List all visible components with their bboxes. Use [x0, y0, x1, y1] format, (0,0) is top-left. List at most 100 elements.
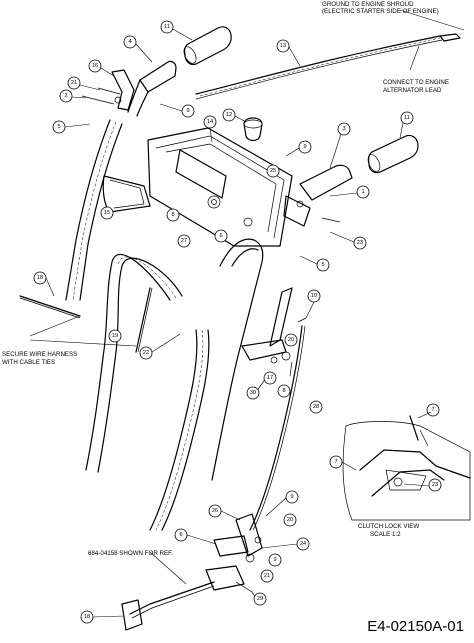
svg-text:20: 20: [287, 517, 293, 523]
callout-9: 9: [181, 104, 195, 118]
secure-note: SECURE WIRE HARNESS WITH CABLE TIES: [2, 351, 77, 366]
callout-11: 11: [160, 20, 174, 34]
right-grip: [367, 134, 419, 174]
secure-note-line2: WITH CABLE TIES: [2, 359, 55, 366]
svg-text:20: 20: [288, 337, 294, 343]
svg-text:6: 6: [219, 233, 222, 239]
callout-leaders: [45, 28, 432, 618]
cable-ties: [19, 287, 153, 353]
control-rod: [249, 325, 306, 531]
svg-text:8: 8: [171, 212, 174, 218]
svg-text:6: 6: [179, 532, 182, 538]
svg-text:18: 18: [84, 614, 90, 620]
svg-text:10: 10: [311, 293, 317, 299]
callout-21: 21: [67, 76, 81, 90]
callout-5b: 5: [316, 258, 330, 272]
callout-17: 17: [263, 371, 277, 385]
callout-27: 27: [177, 234, 191, 248]
svg-text:21: 21: [264, 573, 270, 579]
svg-text:15: 15: [104, 210, 110, 216]
svg-text:28: 28: [313, 404, 319, 410]
callout-6: 6: [214, 229, 228, 243]
lower-handle-frame: [85, 238, 264, 531]
svg-text:9: 9: [290, 494, 293, 500]
svg-text:4: 4: [128, 39, 131, 45]
callout-19: 19: [108, 329, 122, 343]
svg-text:13: 13: [280, 43, 286, 49]
svg-text:30: 30: [250, 390, 256, 396]
callout-5: 5: [52, 120, 66, 134]
callout-16: 16: [88, 59, 102, 73]
ground-note: GROUND TO ENGINE SHROUD (ELECTRIC STARTE…: [322, 1, 465, 31]
callout-20: 20: [284, 333, 298, 347]
svg-text:22: 22: [143, 350, 149, 356]
svg-text:7: 7: [334, 459, 337, 465]
knob: [243, 117, 263, 142]
callout-26: 26: [208, 504, 222, 518]
dash-panel: [147, 127, 293, 247]
callout-2: 2: [59, 89, 73, 103]
connect-note: CONNECT TO ENGINE ALTERNATOR LEAD: [383, 79, 449, 94]
callout-9c: 9: [285, 490, 299, 504]
secure-note-line1: SECURE WIRE HARNESS: [2, 351, 77, 358]
svg-text:29: 29: [257, 596, 263, 602]
callout-20b: 20: [283, 513, 297, 527]
svg-text:7: 7: [431, 407, 434, 413]
callout-6b: 6: [174, 528, 188, 542]
svg-text:2: 2: [64, 93, 67, 99]
svg-text:18: 18: [37, 275, 43, 281]
callout-7b: 7: [329, 455, 343, 469]
callout-13: 13: [276, 39, 290, 53]
callout-14: 14: [203, 115, 217, 129]
callout-25: 25: [266, 164, 280, 178]
svg-text:25: 25: [270, 168, 276, 174]
svg-text:5: 5: [57, 124, 60, 130]
ground-note-line1: GROUND TO ENGINE SHROUD: [322, 1, 414, 8]
svg-text:5: 5: [321, 262, 324, 268]
callout-30: 30: [246, 386, 260, 400]
svg-text:11: 11: [404, 115, 410, 121]
svg-text:24: 24: [300, 541, 306, 547]
shown-for-ref-note: 684-04158 SHOWN FOR REF.: [88, 550, 173, 557]
callout-8: 8: [166, 208, 180, 222]
headlight: [102, 175, 151, 213]
svg-text:12: 12: [226, 112, 232, 118]
svg-text:21: 21: [71, 80, 77, 86]
clutch-note-line2: SCALE 1:2: [370, 531, 401, 538]
callout-24: 24: [296, 537, 310, 551]
svg-text:1: 1: [361, 189, 364, 195]
callout-12: 12: [222, 108, 236, 122]
callout-23: 23: [353, 236, 367, 250]
callout-21b: 21: [260, 569, 274, 583]
callout-18: 18: [33, 271, 47, 285]
svg-text:14: 14: [207, 119, 213, 125]
connect-note-line1: CONNECT TO ENGINE: [383, 79, 449, 86]
callout-1: 1: [356, 185, 370, 199]
callout-28: 28: [309, 400, 323, 414]
svg-text:3: 3: [342, 126, 345, 132]
left-lever-bracket: [81, 69, 135, 111]
svg-text:8: 8: [282, 388, 285, 394]
callout-11b: 11: [400, 111, 414, 125]
svg-text:23: 23: [432, 482, 438, 488]
svg-text:17: 17: [267, 375, 273, 381]
svg-text:23: 23: [357, 240, 363, 246]
callout-15: 15: [100, 206, 114, 220]
clutch-lock-view: CLUTCH LOCK VIEW SCALE 1:2: [342, 415, 471, 538]
svg-text:26: 26: [212, 508, 218, 514]
clutch-note-line1: CLUTCH LOCK VIEW: [358, 523, 419, 530]
svg-text:19: 19: [112, 333, 118, 339]
right-upper-handle: [283, 164, 353, 227]
ground-note-line2: (ELECTRIC STARTER SIDE OF ENGINE): [322, 8, 439, 15]
lower-linkage: [205, 513, 263, 603]
left-upper-handle: [127, 60, 177, 117]
svg-text:9: 9: [273, 557, 276, 563]
svg-text:9: 9: [303, 144, 306, 150]
wire-harness: [195, 33, 461, 100]
callout-18b: 18: [80, 610, 94, 624]
svg-text:11: 11: [164, 24, 170, 30]
callout-8b: 8: [277, 384, 291, 398]
callouts: 11 13 4 16 21 2 9 5 14 12 3 11 9 1 25 8 …: [33, 20, 442, 624]
callout-23b: 23: [428, 478, 442, 492]
